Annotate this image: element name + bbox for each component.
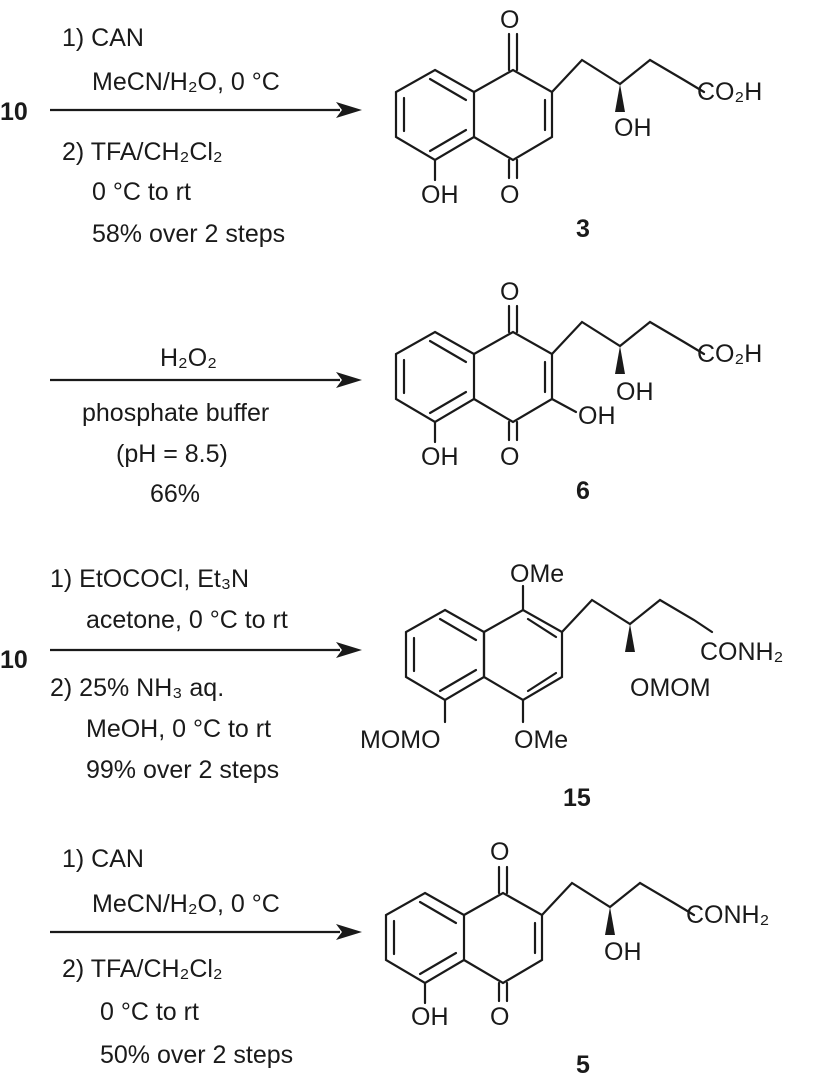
mom-ether-ring: MOMO (360, 726, 441, 754)
enol-oh: OH (578, 402, 616, 430)
reaction-1: 10 1) CAN MeCN/H₂O, 0 °C 2) TFA/CH₂Cl₂ 0… (0, 6, 762, 248)
condition-step-2-solvent: MeOH, 0 °C to rt (86, 715, 271, 743)
carbonyl-o-bottom: O (500, 181, 519, 209)
compound-label: 15 (563, 784, 591, 812)
carbonyl-o-top: O (490, 838, 509, 866)
condition-reagent: H₂O₂ (160, 344, 217, 372)
compound-label: 3 (576, 215, 590, 243)
starting-material-label: 10 (0, 98, 28, 126)
condition-ph: (pH = 8.5) (116, 440, 228, 468)
chain-oh: OH (604, 938, 642, 966)
compound-label: 6 (576, 477, 590, 505)
reaction-4: 1) CAN MeCN/H₂O, 0 °C 2) TFA/CH₂Cl₂ 0 °C… (50, 838, 769, 1079)
condition-step-2: 2) TFA/CH₂Cl₂ (62, 138, 223, 166)
condition-step-1: 1) EtOCOCl, Et₃N (50, 565, 249, 593)
carbonyl-o-top: O (500, 278, 519, 306)
compound-6-structure (394, 304, 706, 444)
condition-yield: 50% over 2 steps (100, 1041, 293, 1069)
mom-ether-chain: OMOM (630, 674, 711, 702)
condition-yield: 58% over 2 steps (92, 220, 285, 248)
primary-amide: CONH₂ (700, 638, 783, 666)
compound-5-structure (384, 865, 696, 1005)
condition-yield: 99% over 2 steps (86, 756, 279, 784)
condition-step-2-temp: 0 °C to rt (92, 178, 191, 206)
condition-step-1-solvent: acetone, 0 °C to rt (86, 606, 288, 634)
starting-material-label: 10 (0, 646, 28, 674)
condition-step-2: 2) 25% NH₃ aq. (50, 674, 224, 702)
condition-step-2-temp: 0 °C to rt (100, 998, 199, 1026)
condition-step-2: 2) TFA/CH₂Cl₂ (62, 955, 223, 983)
condition-step-1-solvent: MeCN/H₂O, 0 °C (92, 68, 280, 96)
condition-step-1: 1) CAN (62, 24, 144, 52)
compound-3-structure (394, 32, 706, 182)
chain-oh: OH (616, 378, 654, 406)
methoxy-top: OMe (510, 560, 564, 588)
carbonyl-o-bottom: O (490, 1003, 509, 1031)
compound-label: 5 (576, 1051, 590, 1079)
condition-buffer: phosphate buffer (82, 399, 269, 427)
chain-oh: OH (614, 114, 652, 142)
reaction-arrow (50, 924, 362, 940)
carboxylic-acid: CO₂H (697, 78, 762, 106)
carbonyl-o-top: O (500, 6, 519, 34)
reaction-3: 10 1) EtOCOCl, Et₃N acetone, 0 °C to rt … (0, 560, 783, 812)
methoxy-bottom: OMe (514, 726, 568, 754)
carboxylic-acid: CO₂H (697, 340, 762, 368)
phenol-oh: OH (421, 181, 459, 209)
reaction-arrow (50, 102, 362, 118)
condition-step-1: 1) CAN (62, 845, 144, 873)
reaction-arrow (50, 372, 362, 388)
carbonyl-o-bottom: O (500, 443, 519, 471)
compound-15-structure (404, 584, 714, 724)
condition-step-1-solvent: MeCN/H₂O, 0 °C (92, 890, 280, 918)
condition-yield: 66% (150, 480, 200, 508)
phenol-oh: OH (411, 1003, 449, 1031)
reaction-arrow (50, 642, 362, 658)
primary-amide: CONH₂ (686, 901, 769, 929)
reaction-2: H₂O₂ phosphate buffer (pH = 8.5) 66% O O (50, 278, 762, 508)
phenol-oh: OH (421, 443, 459, 471)
